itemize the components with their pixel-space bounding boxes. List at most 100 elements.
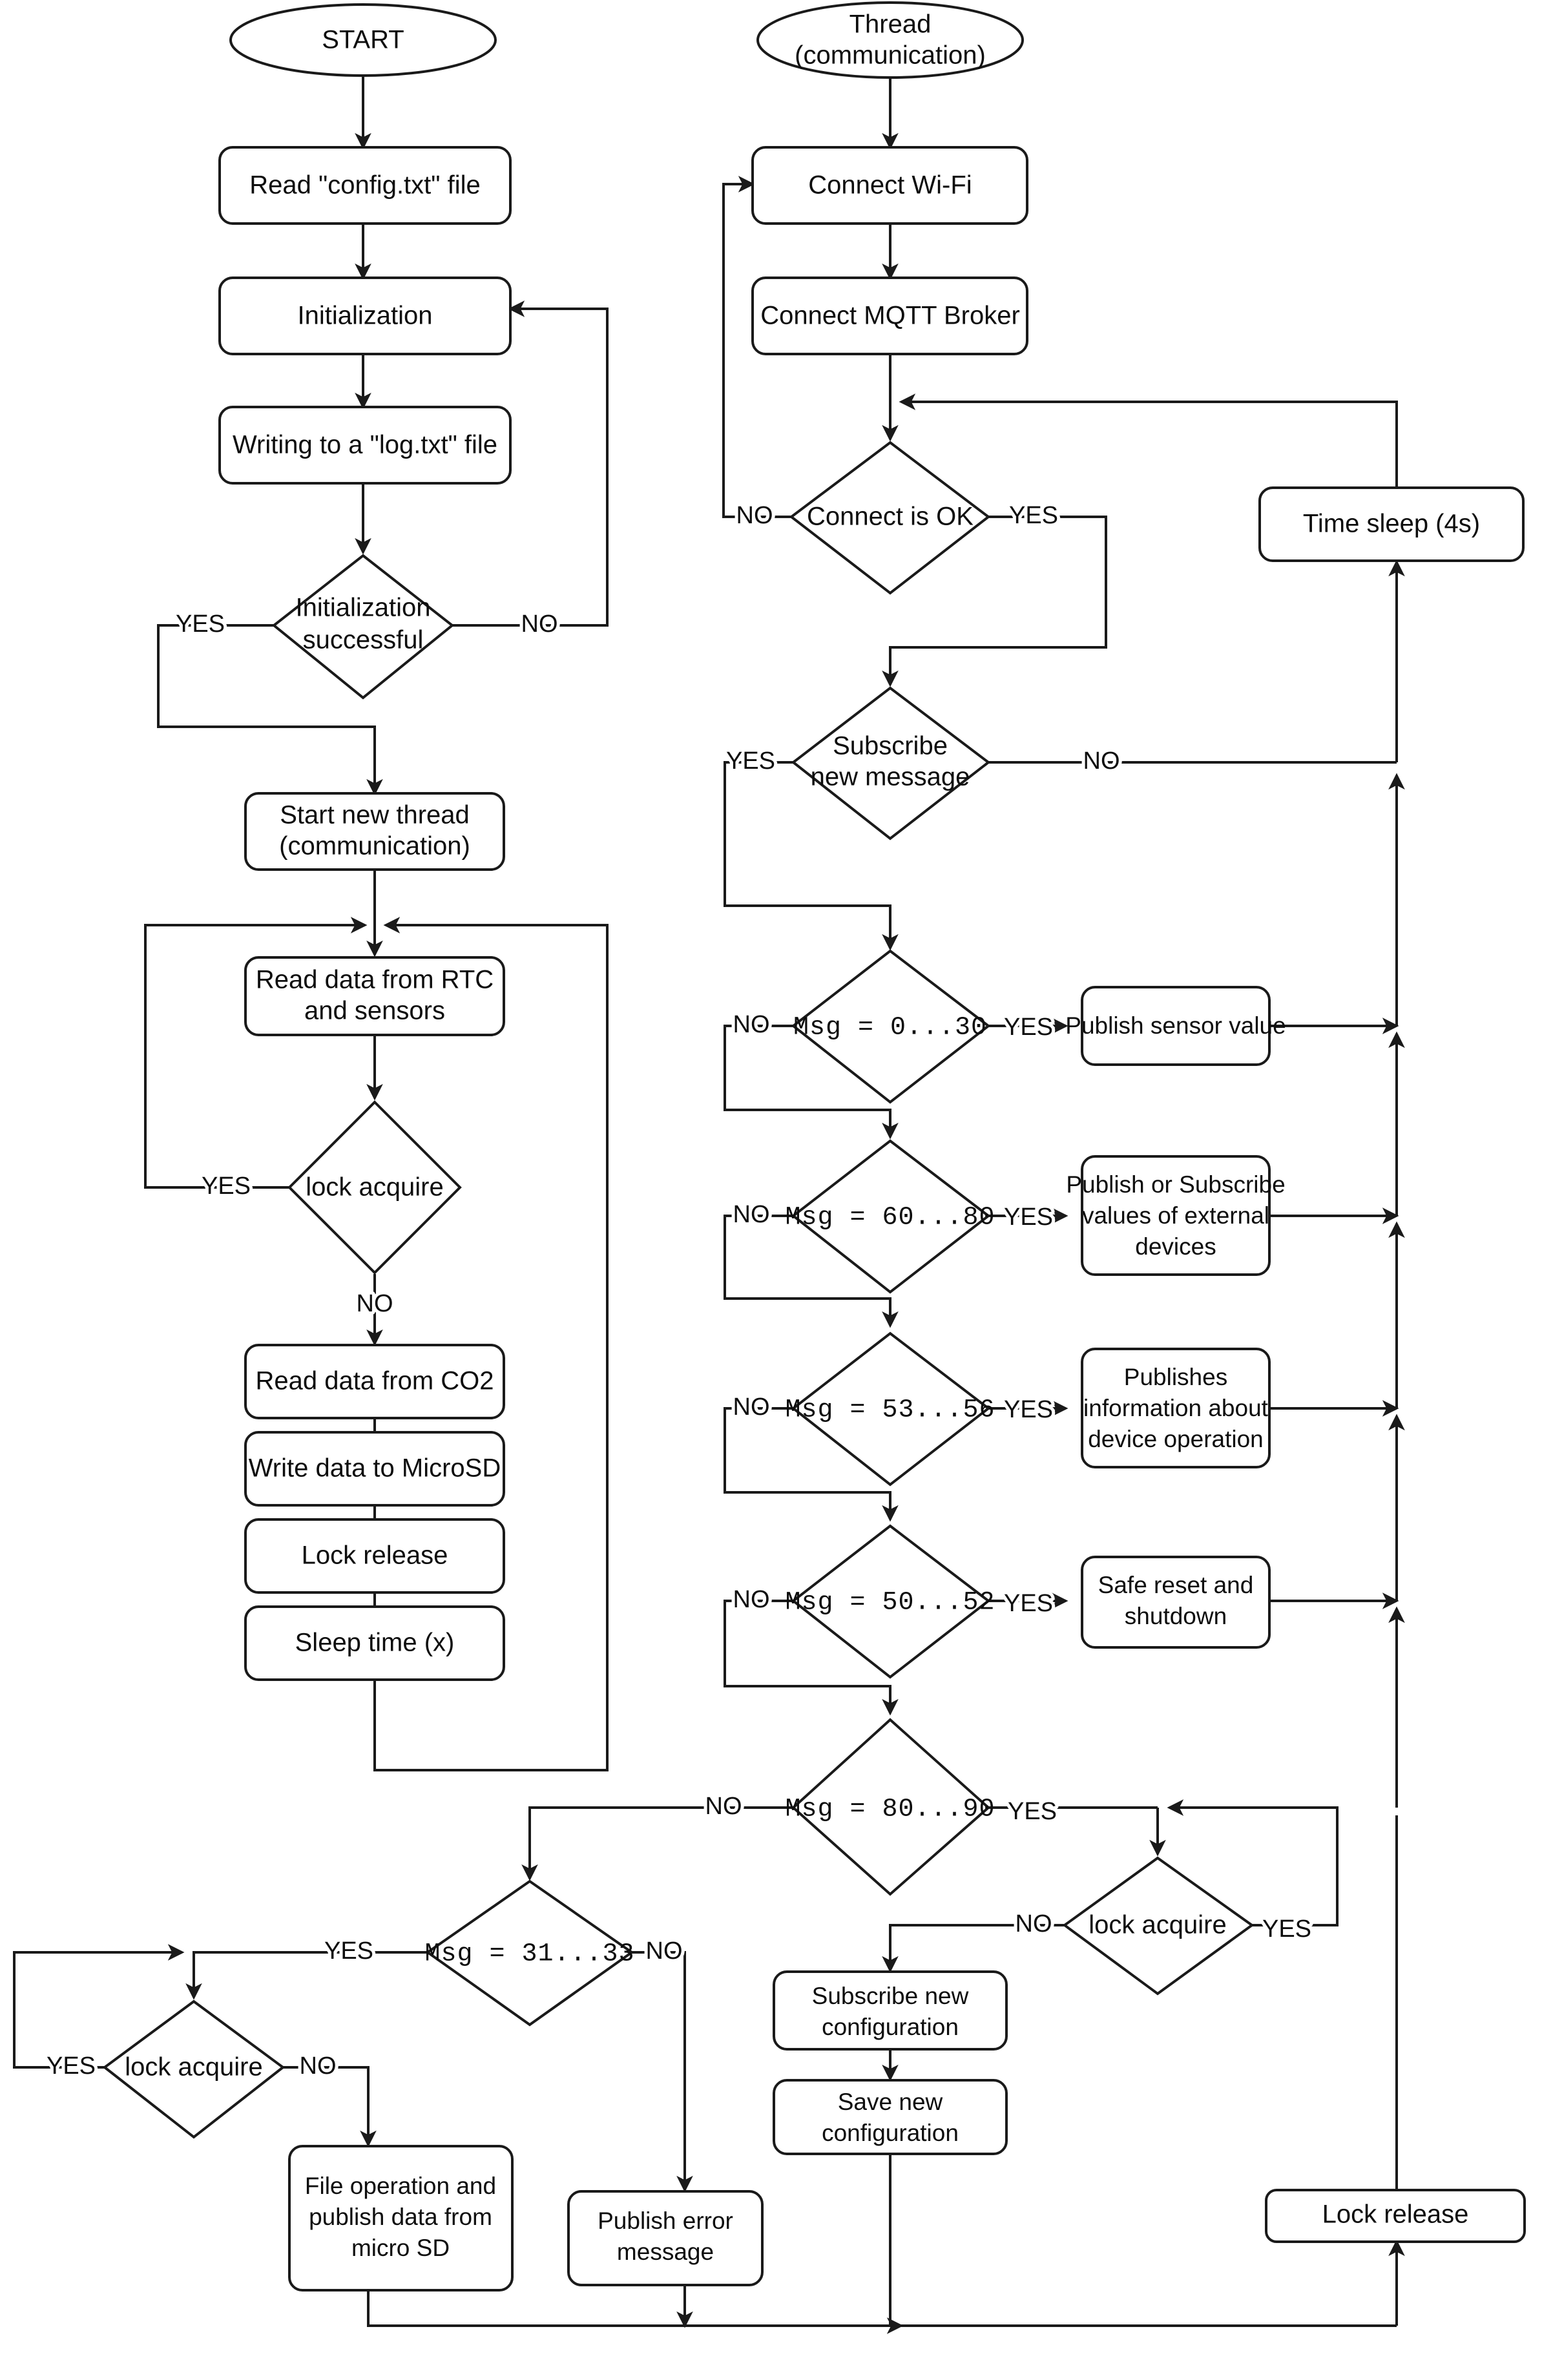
node-connect-is-ok[interactable]: Connect is OK [789,441,991,595]
node-subscribe-new-configuration-line2: configuration [822,2014,959,2040]
label-initok-yes: YES [176,611,225,638]
label-msg5052-yes: YES [1004,1590,1053,1617]
edge-labels: YES NO YES NO NO YES YES NO NO YES NO YE… [43,499,1315,2083]
node-publish-sensor-value[interactable]: Publish sensor value [1065,986,1286,1066]
node-lock-acquire-left[interactable]: lock acquire [102,1999,286,2139]
node-file-operation-line2: publish data from [309,2204,492,2230]
label-connectok-yes: YES [1009,502,1058,529]
node-msg-80-90-label: Msg = 80...90 [785,1795,995,1824]
edges-thread-flow [13,76,1405,2334]
label-subscribe-yes: YES [726,747,775,775]
node-msg-31-33[interactable]: Msg = 31...33 [424,1879,634,2027]
edge-msg8090-no-to-msg3133 [521,1806,793,1881]
node-thread-start-line1: Thread [849,10,932,39]
label-msg5356-yes: YES [1004,1396,1053,1423]
node-thread-start-line2: (communication) [795,41,986,70]
node-connect-mqtt-label: Connect MQTT Broker [760,302,1020,330]
node-msg-80-90[interactable]: Msg = 80...90 [785,1718,995,1896]
node-sleep-time[interactable]: Sleep time (x) [244,1605,505,1681]
node-read-config[interactable]: Read "config.txt" file [218,146,512,225]
node-lock-acquire-right-label: lock acquire [1089,1911,1226,1939]
node-write-log[interactable]: Writing to a "log.txt" file [218,406,512,485]
node-read-co2[interactable]: Read data from CO2 [244,1344,505,1419]
node-publishes-information[interactable]: Publishes information about device opera… [1081,1348,1271,1468]
node-start-label: START [322,26,404,54]
node-msg-53-56-label: Msg = 53...56 [785,1396,995,1425]
label-msg5356-no: NO [733,1394,770,1421]
node-file-operation-line1: File operation and [305,2173,496,2199]
node-initialization[interactable]: Initialization [218,277,512,355]
edge-lockacquire-right-yes-loop [1167,1799,1339,1926]
node-lock-acquire-main[interactable]: lock acquire [287,1100,462,1275]
node-save-new-configuration-line1: Save new [838,2089,943,2115]
node-publish-or-subscribe[interactable]: Publish or Subscribe values of external … [1066,1155,1286,1276]
node-initialization-label: Initialization [297,302,432,330]
node-file-operation[interactable]: File operation and publish data from mic… [288,2145,514,2291]
edges-main-flow [144,76,609,1771]
edge-connectok-yes-to-subscribe [882,516,1107,687]
node-read-config-label: Read "config.txt" file [249,171,480,200]
label-msg030-no: NO [733,1011,770,1038]
edge-sleeptime-loop-to-junction [373,917,609,1771]
node-save-new-configuration-line2: configuration [822,2120,959,2146]
node-publish-or-subscribe-line2: values of external [1082,1202,1269,1229]
label-lockacquire-main-yes: YES [202,1173,251,1200]
node-subscribe-new-configuration[interactable]: Subscribe new configuration [773,1970,1008,2051]
node-connect-wifi[interactable]: Connect Wi-Fi [751,146,1028,225]
label-lockacquire-main-no: NO [357,1290,393,1317]
label-lockacquire-left-yes: YES [47,2052,96,2080]
node-safe-reset-line1: Safe reset and [1098,1572,1254,1598]
node-publish-error-message-line2: message [617,2239,714,2265]
node-publish-or-subscribe-line1: Publish or Subscribe [1066,1171,1285,1198]
node-start-thread[interactable]: Start new thread (communication) [244,792,505,871]
node-time-sleep[interactable]: Time sleep (4s) [1258,486,1525,562]
node-msg-50-52[interactable]: Msg = 50...52 [785,1524,995,1679]
edge-msg5356-no-to-msg5052 [724,1407,899,1522]
node-thread-start[interactable]: Thread (communication) [756,1,1024,79]
label-msg8090-yes: YES [1008,1798,1057,1825]
edge-lockacquire-left-no-to-fileop [283,2066,377,2147]
label-msg3133-yes: YES [324,1937,373,1965]
nodes-main-flow: START Read "config.txt" file Initializat… [218,3,512,1681]
node-lock-release-main[interactable]: Lock release [244,1518,505,1594]
node-safe-reset[interactable]: Safe reset and shutdown [1081,1556,1271,1649]
edge-msg3133-yes-to-lockacquire-left [185,1951,428,2000]
node-read-rtc[interactable]: Read data from RTC and sensors [244,956,505,1036]
label-lockacquire-right-yes: YES [1262,1915,1311,1943]
label-initok-no: NO [521,611,558,638]
node-msg-60-80[interactable]: Msg = 60...80 [785,1139,995,1294]
node-publishes-information-line3: device operation [1088,1426,1264,1452]
node-publishes-information-line1: Publishes [1124,1364,1227,1390]
node-init-successful-line2: successful [303,626,424,654]
node-msg-60-80-label: Msg = 60...80 [785,1204,995,1233]
edge-fileop-to-bottombus [367,2290,904,2334]
node-publish-or-subscribe-line3: devices [1135,1233,1216,1260]
node-start[interactable]: START [229,3,497,77]
edge-msg6080-no-to-msg5356 [724,1215,899,1328]
label-msg6080-no: NO [733,1201,770,1228]
node-msg-0-30[interactable]: Msg = 0...30 [791,949,991,1104]
node-save-new-configuration[interactable]: Save new configuration [773,2079,1008,2155]
node-lock-acquire-right[interactable]: lock acquire [1062,1856,1255,1996]
edge-msg3133-no-to-publisherror [632,1951,693,2193]
node-publish-sensor-value-label: Publish sensor value [1065,1012,1286,1039]
node-publish-error-message[interactable]: Publish error message [567,2190,764,2286]
edge-lockacquire-yes-loop [144,917,368,1189]
node-write-microsd[interactable]: Write data to MicroSD [244,1431,505,1507]
node-lock-release-right[interactable]: Lock release [1265,2189,1526,2243]
node-write-microsd-label: Write data to MicroSD [249,1454,501,1483]
node-publishes-information-line2: information about [1083,1395,1269,1421]
node-msg-0-30-label: Msg = 0...30 [793,1014,987,1043]
edge-subscribe-yes-to-msg030 [724,761,899,951]
node-subscribe-new-message[interactable]: Subscribe new message [791,686,991,840]
node-read-rtc-line2: and sensors [304,997,445,1025]
node-msg-31-33-label: Msg = 31...33 [424,1940,634,1969]
node-msg-53-56[interactable]: Msg = 53...56 [785,1331,995,1487]
node-connect-mqtt[interactable]: Connect MQTT Broker [751,277,1028,355]
label-connectok-no: NO [736,502,773,529]
label-lockacquire-right-no: NO [1016,1910,1052,1937]
edge-initok-no-to-init [452,300,609,627]
node-init-successful[interactable]: Initialization successful [271,554,455,700]
node-start-thread-line1: Start new thread [280,801,470,830]
